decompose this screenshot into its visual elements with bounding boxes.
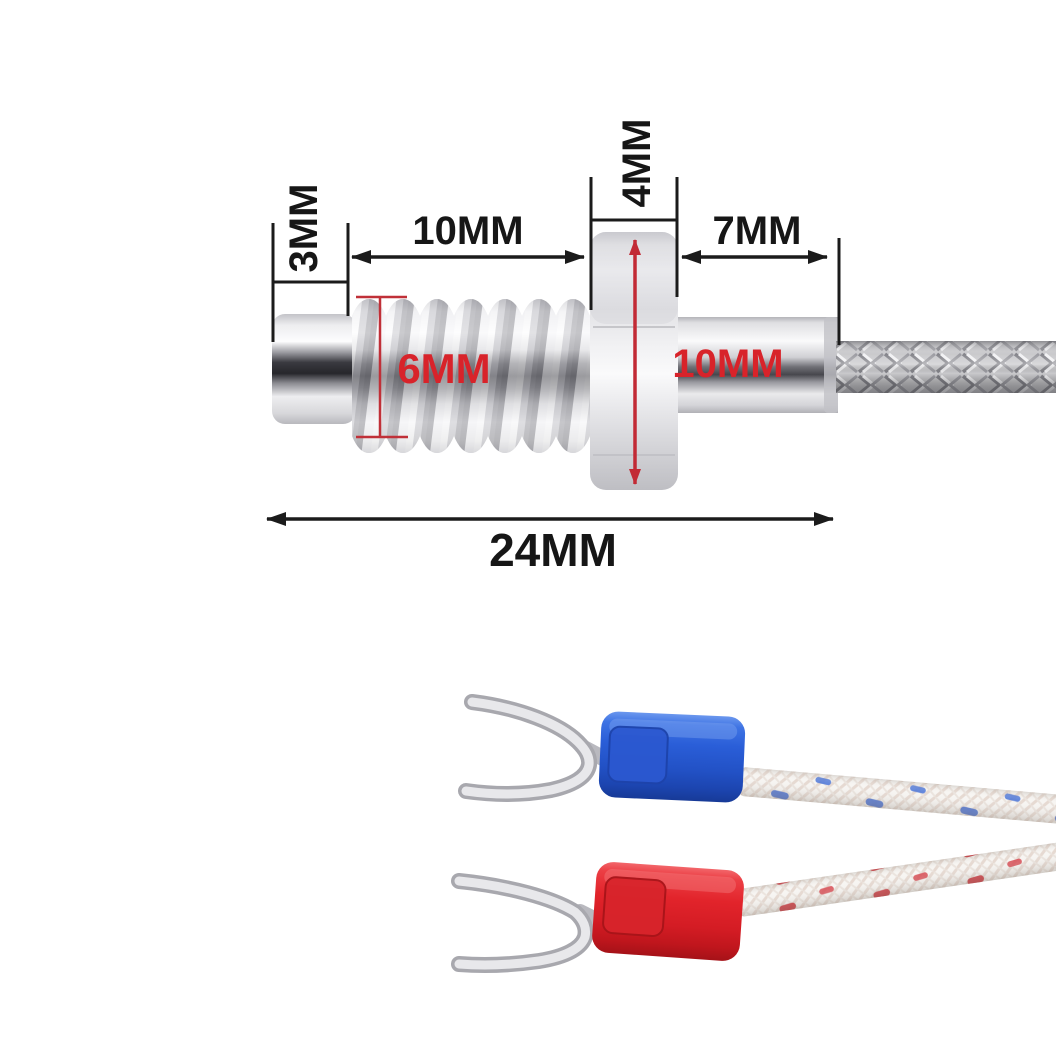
rear-shaft-end-cap xyxy=(824,317,838,413)
dim-6mm-ticks xyxy=(356,295,408,439)
label-hex-width: 4MM xyxy=(615,119,659,208)
label-thread-length: 10MM xyxy=(412,209,523,253)
dimension-labels: 3MM 10MM 4MM 7MM 24MM 6MM 10MM xyxy=(282,119,801,576)
dim-3mm xyxy=(271,223,350,342)
dim-7mm xyxy=(681,238,841,345)
sleeve-blue xyxy=(598,711,746,803)
fork-terminal-blue xyxy=(458,694,1056,825)
label-tip-length: 3MM xyxy=(282,184,326,273)
label-total-length: 24MM xyxy=(489,524,617,576)
dimension-annotations xyxy=(266,177,841,526)
label-thread-diameter: 6MM xyxy=(397,345,490,392)
dim-4mm xyxy=(589,177,679,310)
sleeve-red xyxy=(592,862,744,961)
braided-cable xyxy=(836,341,1056,393)
rear-shaft xyxy=(676,317,838,413)
label-rear-length: 7MM xyxy=(713,209,802,253)
wire-blue xyxy=(739,767,1056,825)
fork-metal-red xyxy=(451,873,620,973)
label-hex-height: 10MM xyxy=(672,342,783,386)
wire-red xyxy=(736,840,1056,917)
fork-terminal-red xyxy=(451,840,1056,973)
fork-metal-blue xyxy=(458,694,622,802)
threaded-section xyxy=(352,299,590,453)
red-dimension-annotations xyxy=(356,239,641,485)
probe-tip xyxy=(272,314,356,424)
probe-assembly xyxy=(272,232,1056,490)
